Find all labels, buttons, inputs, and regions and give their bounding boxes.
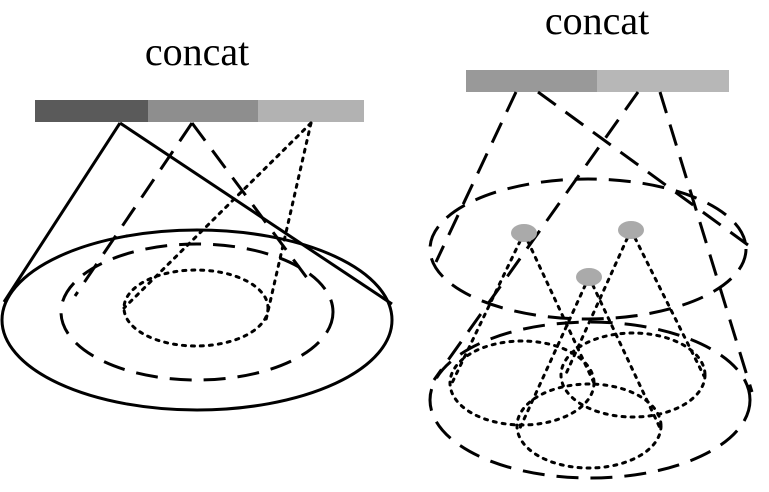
- right-dotted-line-1a: [450, 231, 526, 385]
- left-bar-segment-2: [148, 100, 258, 122]
- right-node-3: [576, 268, 602, 286]
- right-dotted-line-1b: [522, 231, 596, 385]
- right-dotted-ellipse-3: [515, 382, 663, 470]
- left-bar-segment-3: [258, 100, 364, 122]
- left-middle-dashed-ellipse: [59, 242, 335, 382]
- right-dotted-ellipse-2: [559, 331, 707, 419]
- left-concat-label: concat: [145, 29, 249, 74]
- right-panel: concat: [428, 0, 754, 480]
- left-solid-cone-edge-right: [119, 121, 393, 306]
- right-concat-label: concat: [545, 0, 649, 43]
- left-dotted-cone-edge-right: [264, 121, 313, 322]
- right-dotted-line-3b: [587, 275, 662, 430]
- left-panel: concat: [0, 29, 394, 412]
- left-bar-segment-1: [35, 100, 148, 122]
- right-lower-dashed-ellipse: [428, 320, 752, 480]
- left-dotted-cone-edge-left: [122, 121, 313, 310]
- right-upper-dashed-ellipse: [428, 177, 748, 321]
- left-outer-solid-ellipse: [0, 228, 394, 412]
- right-node-2: [618, 221, 644, 239]
- right-bar-segment-1: [466, 70, 597, 92]
- right-dotted-line-3a: [518, 275, 591, 430]
- right-dashed-cone-line-1: [434, 91, 518, 263]
- right-dashed-cone-line-4: [658, 91, 754, 393]
- left-dashed-cone-edge-left: [73, 122, 194, 297]
- left-solid-cone-edge-left: [2, 122, 122, 303]
- left-inner-dotted-ellipse: [122, 268, 270, 348]
- right-dotted-line-2b: [629, 228, 706, 378]
- right-dashed-cone-line-2: [537, 90, 749, 247]
- right-concat-bar: [466, 70, 729, 92]
- right-bar-segment-2: [597, 70, 729, 92]
- right-node-1: [511, 224, 537, 242]
- right-dotted-line-2a: [563, 228, 633, 378]
- left-concat-bar: [35, 100, 364, 122]
